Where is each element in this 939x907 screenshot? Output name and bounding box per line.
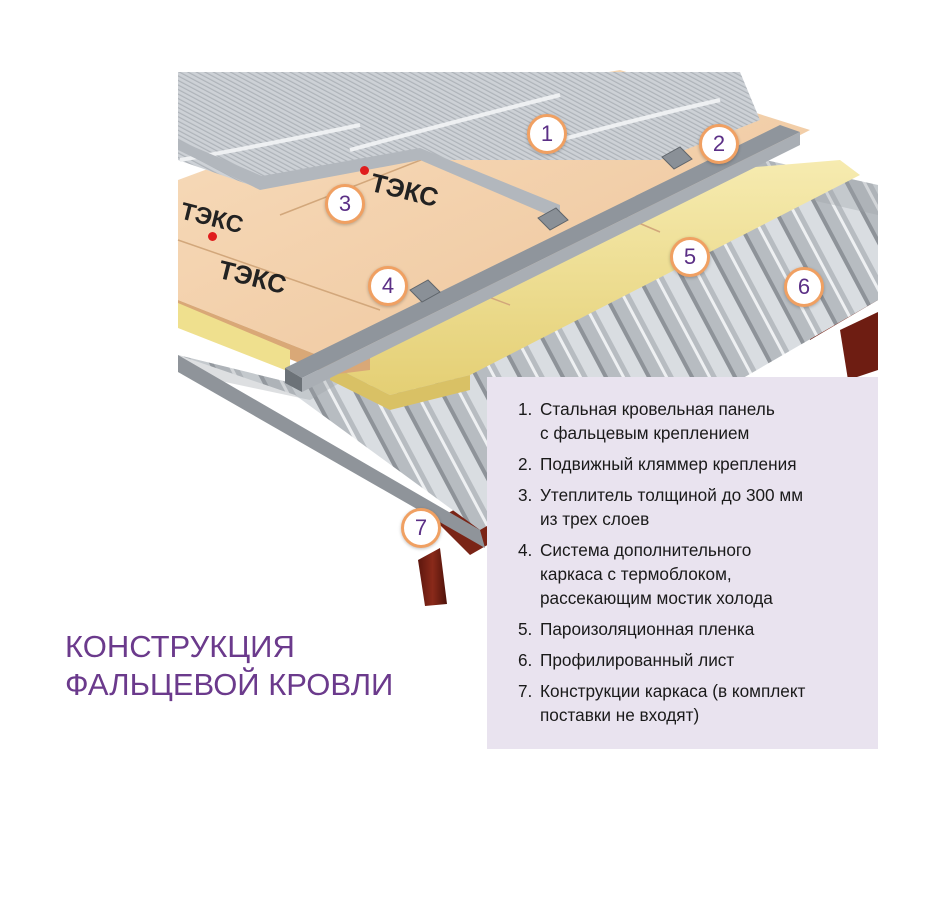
red-dot [208, 232, 217, 241]
callout-3: 3 [325, 184, 365, 224]
callout-1: 1 [527, 114, 567, 154]
callout-4: 4 [368, 266, 408, 306]
legend-panel: 1.Стальная кровельная панель с фальцевым… [487, 377, 878, 749]
legend-item: 4.Система дополнительного каркаса с терм… [518, 540, 773, 608]
batten-rail [285, 125, 800, 392]
callout-5: 5 [670, 237, 710, 277]
legend-item: 5.Пароизоляционная пленка [518, 619, 755, 639]
title-line-2: ФАЛЬЦЕВОЙ КРОВЛИ [65, 667, 394, 702]
legend-item: 7.Конструкции каркаса (в комплект постав… [518, 681, 806, 725]
mineral-wool-layer [330, 160, 860, 410]
sliding-clips [409, 146, 693, 303]
red-dot [360, 166, 369, 175]
legend-item: 2.Подвижный кляммер крепления [518, 454, 797, 474]
callout-7: 7 [401, 508, 441, 548]
legend-item: 6.Профилированный лист [518, 650, 735, 670]
callout-2: 2 [699, 124, 739, 164]
legend-item: 3.Утеплитель толщиной до 300 мм из трех … [518, 485, 804, 529]
steel-roof-panels [178, 72, 760, 220]
title-line-1: КОНСТРУКЦИЯ [65, 629, 295, 664]
page-title: КОНСТРУКЦИЯ ФАЛЬЦЕВОЙ КРОВЛИ [65, 628, 393, 704]
lower-insulation-strip [178, 303, 290, 372]
legend-list: 1.Стальная кровельная панель с фальцевым… [518, 397, 868, 727]
legend-item: 1.Стальная кровельная панель с фальцевым… [518, 399, 775, 443]
callout-6: 6 [784, 267, 824, 307]
